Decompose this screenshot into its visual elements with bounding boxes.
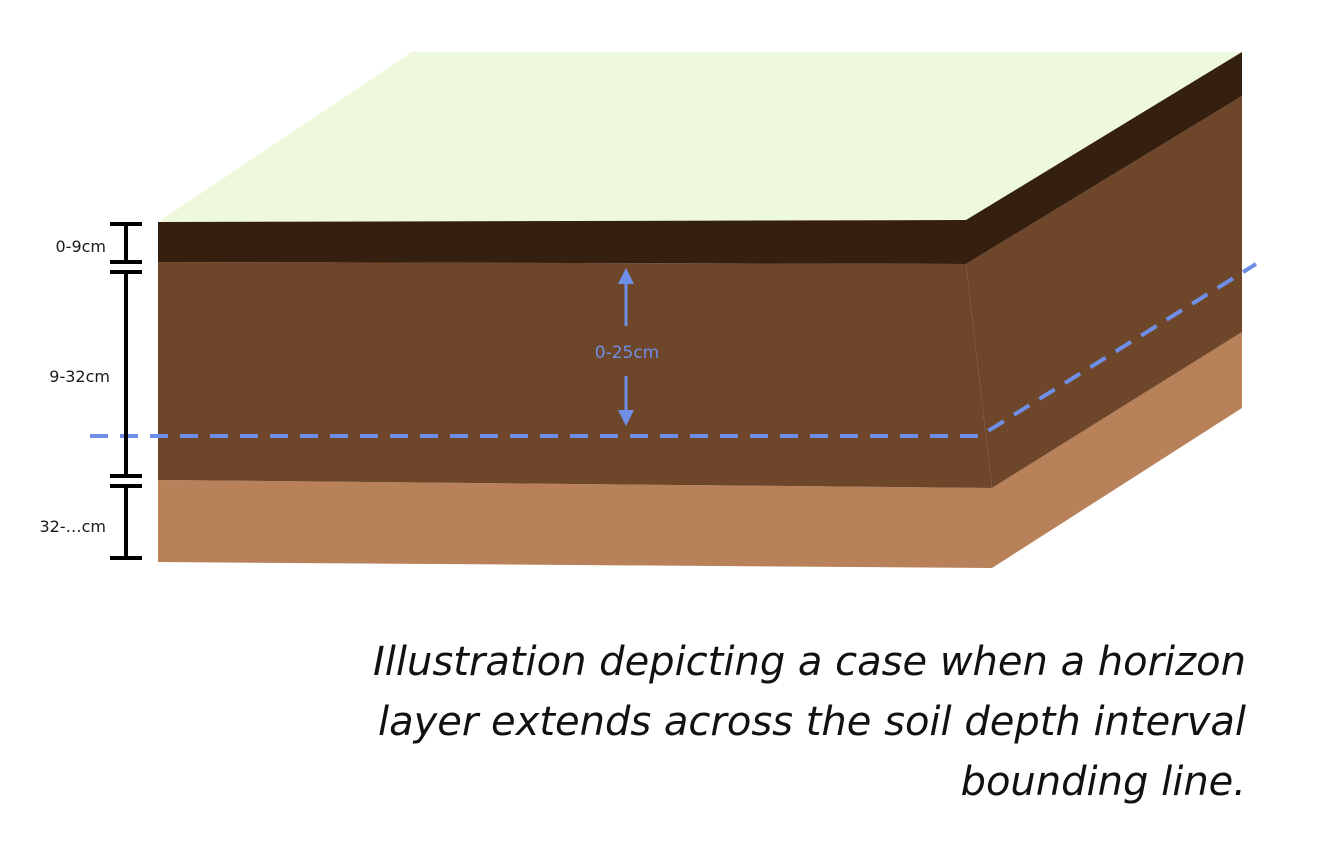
- caption-line-1: Illustration depicting a case when a hor…: [372, 639, 1246, 685]
- figure-caption: Illustration depicting a case when a hor…: [146, 632, 1246, 812]
- bottom-layer-side: [992, 332, 1242, 568]
- middle-layer-front: [158, 262, 992, 488]
- interval-arrow-down: [618, 376, 634, 426]
- soil-surface: [158, 52, 1242, 222]
- caption-line-2: layer extends across the soil depth inte…: [377, 699, 1246, 745]
- bottom-layer-front: [158, 480, 992, 568]
- caption-line-3: bounding line.: [960, 759, 1246, 805]
- middle-layer-side: [966, 96, 1242, 488]
- depth-scale-bar: [110, 222, 142, 560]
- depth-label-top: 0-9cm: [55, 237, 106, 256]
- depth-label-bottom: 32-…cm: [39, 517, 106, 536]
- depth-label-middle: 9-32cm: [49, 367, 110, 386]
- topsoil-layer-front: [158, 220, 966, 264]
- interval-arrow-up: [618, 268, 634, 326]
- topsoil-layer-side: [966, 52, 1242, 264]
- interval-depth-label: 0-25cm: [595, 343, 660, 363]
